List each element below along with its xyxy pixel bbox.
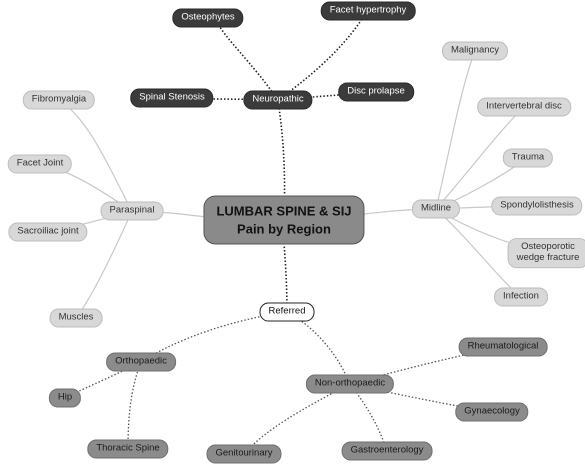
node-facet-hypertrophy[interactable]: Facet hypertrophy [320,1,416,21]
center-topic[interactable]: LUMBAR SPINE & SIJ Pain by Region [203,195,365,245]
node-referred[interactable]: Referred [259,302,315,322]
node-spondylolisthesis[interactable]: Spondylolisthesis [491,196,583,216]
node-infection[interactable]: Infection [494,287,548,307]
osteoporotic-line1: Osteoporotic [521,241,575,253]
node-spinal-stenosis[interactable]: Spinal Stenosis [130,88,214,108]
node-fibromyalgia[interactable]: Fibromyalgia [22,90,96,110]
node-non-orthopaedic[interactable]: Non-orthopaedic [305,374,395,394]
node-sacroiliac-joint[interactable]: Sacroiliac joint [8,222,88,242]
osteoporotic-line2: wedge fracture [516,252,580,263]
node-neuropathic[interactable]: Neuropathic [243,90,313,110]
node-osteoporotic-wedge-fracture[interactable]: Osteoporotic wedge fracture [507,238,585,268]
node-rheumatological[interactable]: Rheumatological [458,337,548,357]
node-thoracic-spine[interactable]: Thoracic Spine [87,439,169,459]
node-midline[interactable]: Midline [411,199,461,219]
node-trauma[interactable]: Trauma [502,148,554,168]
node-disc-prolapse[interactable]: Disc prolapse [338,82,414,102]
node-orthopaedic[interactable]: Orthopaedic [106,352,176,372]
node-gastroenterology[interactable]: Gastroenterology [341,441,433,461]
node-intervertebral-disc[interactable]: Intervertebral disc [477,97,571,117]
center-subtitle: Pain by Region [237,221,331,236]
node-malignancy[interactable]: Malignancy [441,41,509,61]
node-osteophytes[interactable]: Osteophytes [172,8,244,28]
node-facet-joint[interactable]: Facet Joint [7,154,73,174]
node-gynaecology[interactable]: Gynaecology [455,402,529,422]
node-paraspinal[interactable]: Paraspinal [100,201,164,221]
center-title: LUMBAR SPINE & SIJ [216,203,352,219]
node-genitourinary[interactable]: Genitourinary [206,444,282,464]
node-hip[interactable]: Hip [48,388,82,408]
node-muscles[interactable]: Muscles [49,308,103,328]
